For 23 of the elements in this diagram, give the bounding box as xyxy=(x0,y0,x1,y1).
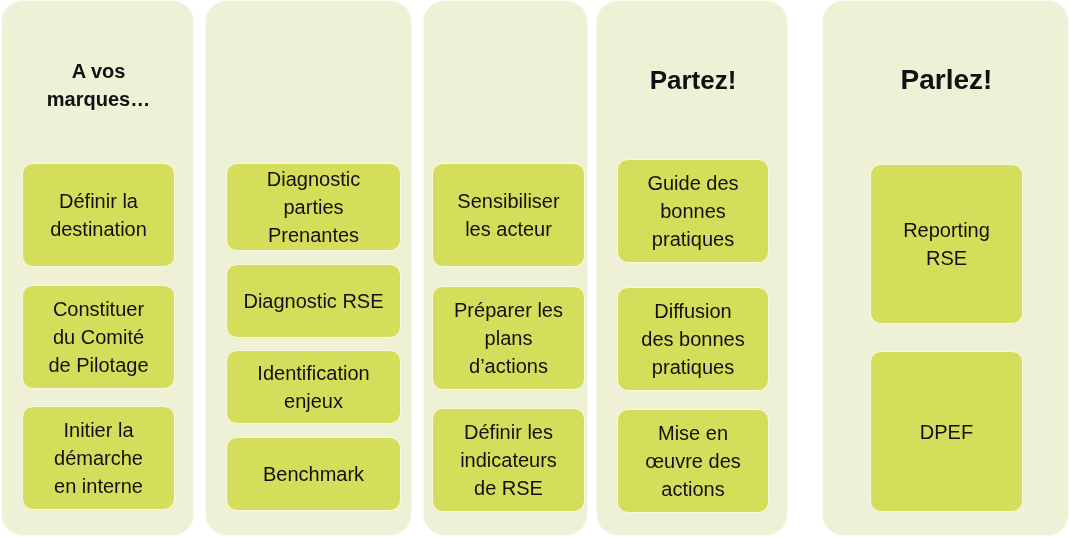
stage-column xyxy=(205,0,412,536)
stage-column xyxy=(596,0,788,536)
step-card: Mise en œuvre des actions xyxy=(617,409,769,513)
stage-column xyxy=(1,0,194,536)
step-card: DPEF xyxy=(870,351,1023,512)
stage-column xyxy=(423,0,588,536)
step-card: Diffusion des bonnes pratiques xyxy=(617,287,769,391)
column-heading: Parlez! xyxy=(900,63,993,97)
stage-column xyxy=(822,0,1069,536)
step-card: Diagnostic RSE xyxy=(226,264,401,338)
step-card: Définir les indicateurs de RSE xyxy=(432,408,585,512)
step-card: Sensibiliser les acteur xyxy=(432,163,585,267)
column-heading: Partez! xyxy=(649,64,737,97)
step-card: Identification enjeux xyxy=(226,350,401,424)
step-card: Benchmark xyxy=(226,437,401,511)
step-card: Diagnostic parties Prenantes xyxy=(226,163,401,251)
step-card: Définir la destination xyxy=(22,163,175,267)
step-card: Initier la démarche en interne xyxy=(22,406,175,510)
step-card: Reporting RSE xyxy=(870,164,1023,324)
column-heading: A vos marques… xyxy=(46,59,151,112)
step-card: Constituer du Comité de Pilotage xyxy=(22,285,175,389)
step-card: Guide des bonnes pratiques xyxy=(617,159,769,263)
step-card: Préparer les plans d’actions xyxy=(432,286,585,390)
